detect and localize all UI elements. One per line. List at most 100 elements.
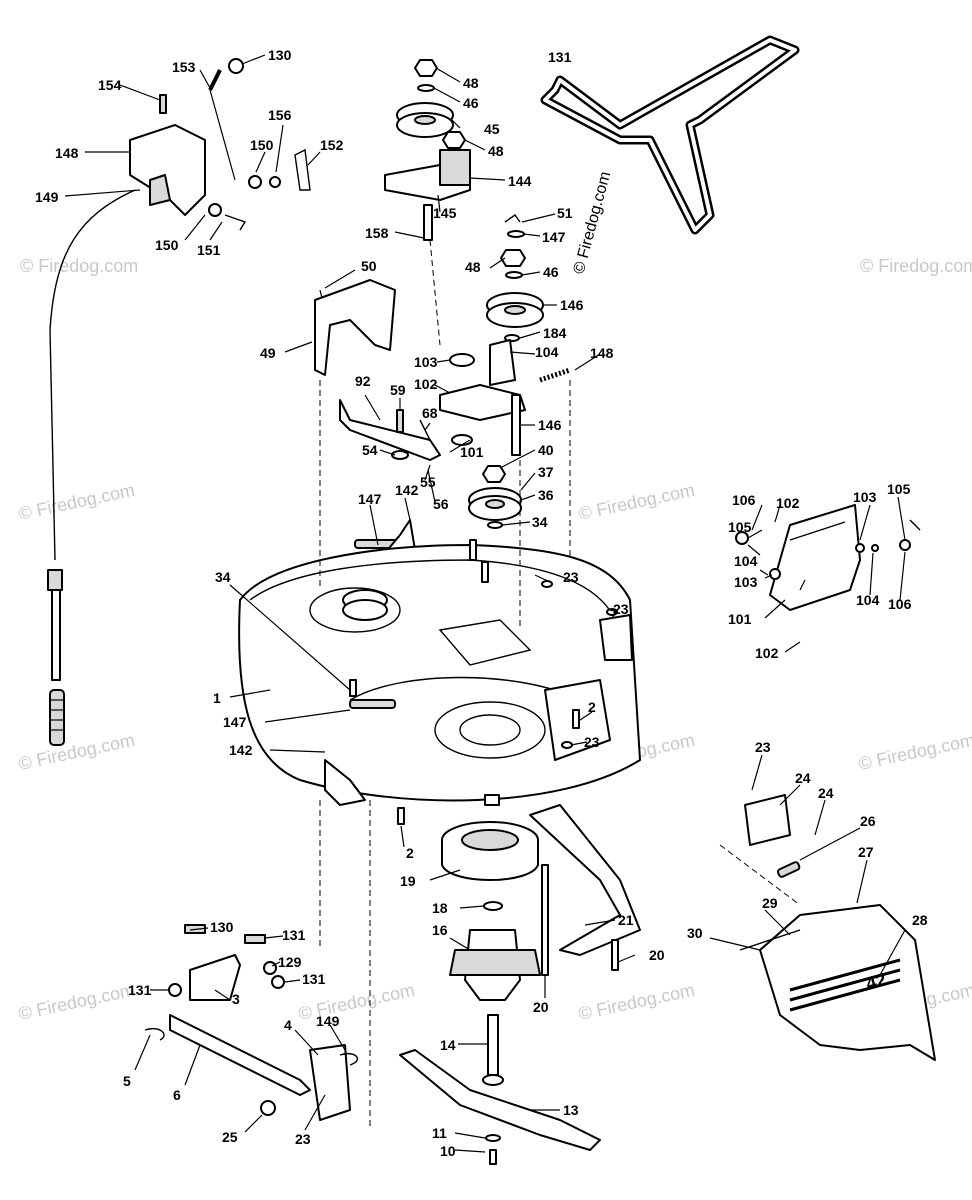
- watermark: © Firedog.com: [860, 256, 972, 276]
- callout-label: 29: [762, 895, 778, 911]
- callout-label: 105: [887, 481, 911, 497]
- callout-label: 144: [508, 173, 532, 189]
- callout-label: 24: [818, 785, 834, 801]
- callout-label: 131: [302, 971, 326, 987]
- callout-label: 156: [268, 107, 292, 123]
- callout-label: 6: [173, 1087, 181, 1103]
- callout-label: 48: [465, 259, 481, 275]
- callout-label: 101: [728, 611, 752, 627]
- callout-label: 20: [649, 947, 665, 963]
- watermark: © Firedog.com: [577, 480, 697, 524]
- callout-label: 2: [406, 845, 414, 861]
- callout-label: 151: [197, 242, 221, 258]
- idler-arm: [439, 353, 571, 529]
- callout-label: 106: [888, 596, 912, 612]
- callout-label: 104: [535, 344, 559, 360]
- watermark: © Firedog.com: [17, 730, 137, 774]
- callout-label: 48: [463, 75, 479, 91]
- callout-label: 18: [432, 900, 448, 916]
- callout-label: 147: [223, 714, 247, 730]
- callout-label: 150: [250, 137, 274, 153]
- copyright-notice: © Firedog.com: [571, 170, 615, 276]
- callout-label: 23: [563, 569, 579, 585]
- callout-label: 101: [460, 444, 484, 460]
- callout-label: 19: [400, 873, 416, 889]
- callout-label: 102: [414, 376, 438, 392]
- callout-label: 129: [278, 954, 302, 970]
- callout-label: 184: [543, 325, 567, 341]
- callout-label: 49: [260, 345, 276, 361]
- callout-label: 37: [538, 464, 554, 480]
- callout-label: 103: [414, 354, 438, 370]
- deck-bolts: [349, 539, 618, 825]
- callout-label: 131: [128, 982, 152, 998]
- callout-label: 154: [98, 77, 122, 93]
- engage-cable: [47, 189, 136, 746]
- callout-label: 148: [590, 345, 614, 361]
- callout-label: 56: [433, 496, 449, 512]
- mulch-cover: 42: [739, 794, 936, 1061]
- callout-label: 147: [358, 491, 382, 507]
- callout-label: 153: [172, 59, 196, 75]
- callout-label: 55: [420, 474, 436, 490]
- callout-label: 51: [557, 205, 573, 221]
- deck-baffle: [529, 804, 641, 976]
- watermark: © Firedog.com: [17, 980, 137, 1024]
- callout-label: 21: [618, 912, 634, 928]
- watermark: © Firedog.com: [20, 256, 138, 276]
- callout-label: 50: [361, 258, 377, 274]
- callout-label: 102: [755, 645, 779, 661]
- callout-labels: 154 153 130 148 149 150 151 150 156 152 …: [35, 47, 928, 1159]
- assembly-lines: [319, 239, 801, 1130]
- mower-blade: [399, 1049, 601, 1165]
- callout-label: 5: [123, 1073, 131, 1089]
- callout-label: 34: [215, 569, 231, 585]
- spindle-assembly: [441, 821, 541, 1086]
- callout-label: 158: [365, 225, 389, 241]
- mower-deck: [238, 544, 641, 806]
- callout-label: 104: [734, 553, 758, 569]
- callout-label: 142: [229, 742, 253, 758]
- watermark: © Firedog.com: [577, 980, 697, 1024]
- callout-label: 20: [533, 999, 549, 1015]
- deck-links: [144, 924, 359, 1121]
- callout-label: 40: [538, 442, 554, 458]
- callout-label: 147: [542, 229, 566, 245]
- drive-belt: [540, 35, 800, 235]
- watermark: © Firedog.com: [17, 480, 137, 524]
- callout-label: 131: [548, 49, 572, 65]
- callout-label: 46: [543, 264, 559, 280]
- callout-label: 26: [860, 813, 876, 829]
- callout-label: 68: [422, 405, 438, 421]
- callout-label: 23: [755, 739, 771, 755]
- callout-label: 14: [440, 1037, 456, 1053]
- callout-label: 105: [728, 519, 752, 535]
- callout-label: 23: [295, 1131, 311, 1147]
- watermark: © Firedog.com: [857, 730, 972, 774]
- idler-assembly: [384, 59, 471, 241]
- callout-label: 3: [232, 991, 240, 1007]
- callout-label: 28: [912, 912, 928, 928]
- callout-label: 23: [613, 601, 629, 617]
- callout-label: 148: [55, 145, 79, 161]
- callout-label: 48: [488, 143, 504, 159]
- callout-label: 103: [734, 574, 758, 590]
- callout-label: 4: [284, 1017, 292, 1033]
- callout-label: 152: [320, 137, 344, 153]
- callout-label: 1: [213, 690, 221, 706]
- callout-label: 131: [282, 927, 306, 943]
- callout-label: 30: [687, 925, 703, 941]
- callout-label: 104: [856, 592, 880, 608]
- callout-label: 54: [362, 442, 378, 458]
- discharge-deflector: [735, 504, 921, 611]
- callout-label: 149: [316, 1013, 340, 1029]
- leader-lines: [64, 54, 906, 1153]
- callout-label: 142: [395, 482, 419, 498]
- callout-label: 92: [355, 373, 371, 389]
- callout-label: 36: [538, 487, 554, 503]
- lift-bracket: [129, 58, 311, 231]
- callout-label: 145: [433, 205, 457, 221]
- callout-label: 34: [532, 514, 548, 530]
- callout-label: 2: [588, 699, 596, 715]
